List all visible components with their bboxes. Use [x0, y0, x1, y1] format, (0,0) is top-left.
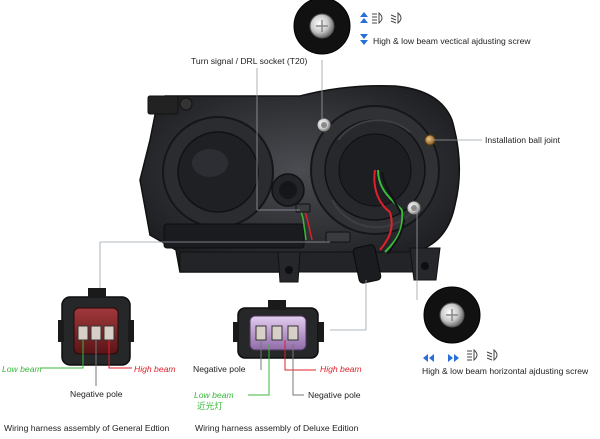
general-low-beam-label: Low beam — [2, 364, 42, 374]
deluxe-connector — [233, 300, 324, 359]
low-beam-icon — [390, 11, 498, 362]
headlight-housing — [139, 84, 461, 284]
general-pin-lines — [40, 340, 132, 386]
deluxe-negative-label: Negative pole — [193, 364, 246, 374]
horizontal-screw-zoom — [423, 286, 481, 344]
deluxe-caption: Wiring harness assembly of Deluxe Editio… — [195, 423, 359, 433]
high-beam-icon — [372, 11, 478, 362]
ball-joint-label: Installation ball joint — [485, 135, 561, 145]
left-right-arrows-icon — [423, 354, 459, 362]
deluxe-negative-2-label: Negative pole — [308, 390, 361, 400]
deluxe-low-beam-label: Low beam — [194, 390, 234, 400]
vertical-screw-zoom — [293, 0, 351, 55]
general-high-beam-label: High beam — [134, 364, 176, 374]
general-caption: Wiring harness assembly of General Edtio… — [4, 423, 170, 433]
deluxe-low-beam-cn-label: 近光灯 — [197, 401, 223, 411]
general-negative-label: Negative pole — [70, 389, 123, 399]
deluxe-high-beam-label: High beam — [320, 364, 362, 374]
turn-signal-label: Turn signal / DRL socket (T20) — [191, 56, 308, 66]
horizontal-screw-label: High & low beam horizontal ajdusting scr… — [422, 366, 589, 376]
vertical-screw-label: High & low beam vectical ajdusting screw — [373, 36, 531, 46]
deluxe-pin-lines — [248, 340, 316, 396]
up-down-arrows-icon — [360, 12, 368, 45]
